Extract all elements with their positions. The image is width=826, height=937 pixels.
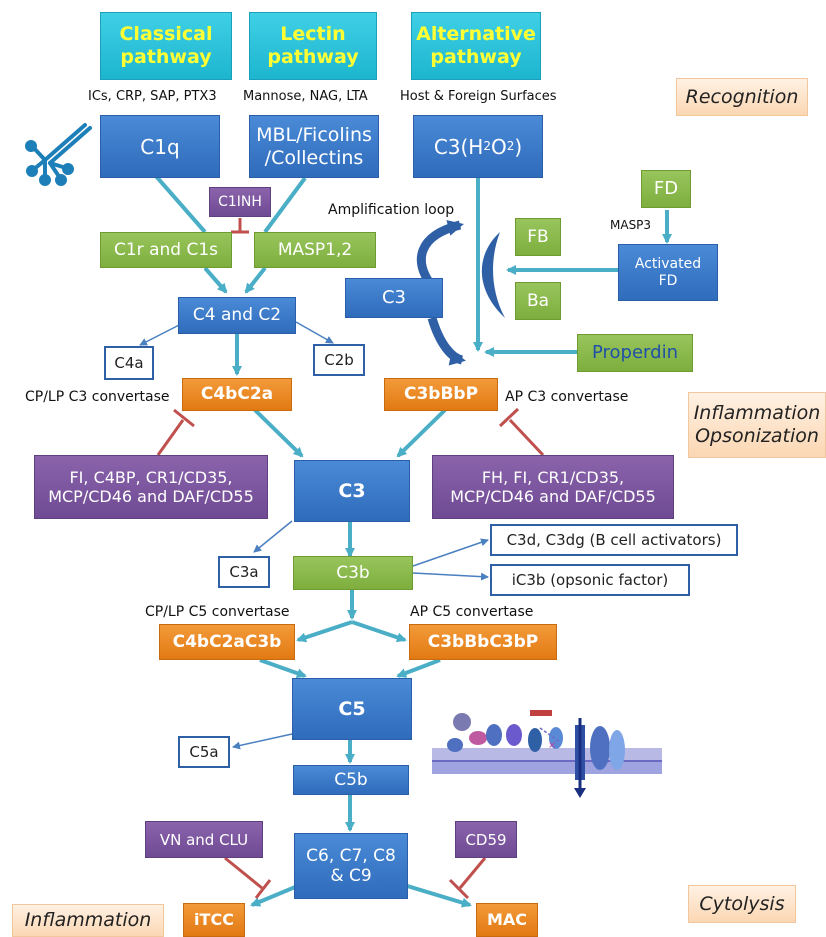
phase-inflammation-opsonization: Inflammation Opsonization bbox=[688, 392, 826, 458]
fb-ba-crescent bbox=[481, 232, 505, 318]
arrow-c3b-ic3b bbox=[412, 572, 489, 581]
node-c3d-c3dg: C3d, C3dg (B cell activators) bbox=[490, 524, 738, 556]
label-cp-lp-c3-convertase: CP/LP C3 convertase bbox=[25, 389, 170, 405]
label-ap-c5-convertase: AP C5 convertase bbox=[410, 604, 534, 620]
arrow-c3b-c3d bbox=[412, 538, 489, 567]
node-cd59: CD59 bbox=[455, 821, 517, 858]
node-c4bc2a: C4bC2a bbox=[182, 378, 292, 411]
c1q-molecule-icon bbox=[25, 123, 92, 186]
phase-inflammation-line: Inflammation bbox=[693, 402, 821, 425]
arrow-split-c3bbbc3bp bbox=[351, 620, 407, 643]
node-c4a: C4a bbox=[104, 346, 154, 380]
node-regulators-left: FI, C4BP, CR1/CD35, MCP/CD46 and DAF/CD5… bbox=[34, 455, 268, 519]
node-c3bbbc3bp: C3bBbC3bP bbox=[409, 624, 557, 660]
inhibitor-vnclu-bar bbox=[254, 879, 272, 899]
header-alternative-pathway: Alternative pathway bbox=[411, 12, 541, 80]
node-itcc: iTCC bbox=[183, 903, 245, 937]
arrow-mbl-masp bbox=[263, 176, 307, 234]
arrow-c5-c5a bbox=[232, 733, 293, 750]
inhibitor-left-bar bbox=[173, 408, 195, 428]
node-c3b: C3b bbox=[293, 556, 413, 590]
node-properdin: Properdin bbox=[577, 334, 693, 372]
node-fb: FB bbox=[515, 218, 561, 256]
inhibitor-left-regulators bbox=[156, 419, 185, 456]
header-lectin-pathway: Lectin pathway bbox=[249, 12, 377, 80]
node-masp12: MASP1,2 bbox=[254, 232, 376, 268]
c3h2o-sub1: 2 bbox=[483, 139, 491, 154]
trigger-alternative: Host & Foreign Surfaces bbox=[400, 89, 557, 104]
label-masp3: MASP3 bbox=[610, 218, 652, 232]
inhibitor-right-bar bbox=[498, 407, 520, 428]
node-c5a: C5a bbox=[178, 736, 230, 768]
node-c1q: C1q bbox=[100, 115, 220, 178]
arrow-c3bbbc3bp-c5 bbox=[396, 658, 441, 678]
node-c2b: C2b bbox=[313, 344, 365, 376]
arrow-c1r-c4c2 bbox=[203, 266, 228, 294]
inhibitor-cd59 bbox=[458, 857, 487, 889]
node-c1inh: C1INH bbox=[209, 187, 271, 217]
arrow-c4bc2ac3b-c5 bbox=[259, 658, 307, 679]
node-c5b: C5b bbox=[293, 765, 409, 795]
arrow-split-c4bc2ac3b bbox=[296, 620, 353, 643]
label-ap-c3-convertase: AP C3 convertase bbox=[505, 389, 629, 405]
arrow-c6c9-itcc bbox=[250, 883, 301, 907]
c3h2o-o: O bbox=[490, 134, 507, 159]
node-c3bbbp: C3bBbP bbox=[384, 378, 498, 411]
node-c4bc2ac3b: C4bC2aC3b bbox=[159, 624, 295, 660]
mac-membrane-illustration: × bbox=[432, 710, 662, 798]
amplification-loop-arc-bottom bbox=[427, 316, 466, 366]
arrow-c3bbbp-c3 bbox=[396, 408, 447, 458]
node-ic3b: iC3b (opsonic factor) bbox=[490, 564, 690, 596]
node-c1r-c1s: C1r and C1s bbox=[100, 232, 232, 268]
inhibitor-right-regulators bbox=[508, 418, 545, 457]
arrow-c1q-c1r bbox=[153, 173, 207, 234]
phase-opsonization-line: Opsonization bbox=[695, 425, 819, 447]
arrow-c4bc2a-c3 bbox=[253, 408, 304, 458]
c3h2o-sub2: 2 bbox=[506, 139, 515, 154]
header-classical-pathway: Classical pathway bbox=[100, 12, 232, 80]
svg-text:×: × bbox=[548, 740, 556, 751]
node-fd: FD bbox=[641, 170, 691, 208]
trigger-lectin: Mannose, NAG, LTA bbox=[243, 89, 368, 104]
phase-recognition: Recognition bbox=[676, 78, 808, 116]
node-regulators-right: FH, FI, CR1/CD35, MCP/CD46 and DAF/CD55 bbox=[432, 455, 674, 519]
inhibitor-vnclu bbox=[224, 856, 263, 890]
inhibitor-cd59-bar bbox=[448, 878, 470, 900]
node-mbl-ficolins-collectins: MBL/Ficolins /Collectins bbox=[249, 115, 379, 178]
node-mac: MAC bbox=[476, 903, 538, 937]
node-c3a: C3a bbox=[218, 556, 270, 588]
arrow-c6c9-mac bbox=[403, 883, 472, 908]
phase-inflammation: Inflammation bbox=[12, 904, 164, 937]
phase-cytolysis: Cytolysis bbox=[688, 885, 796, 923]
label-cp-lp-c5-convertase: CP/LP C5 convertase bbox=[145, 604, 290, 620]
node-vn-clu: VN and CLU bbox=[145, 821, 263, 858]
node-c3: C3 bbox=[294, 460, 410, 522]
node-c5: C5 bbox=[292, 678, 412, 740]
arrow-c3-c3a bbox=[253, 520, 293, 553]
node-c6-c9: C6, C7, C8 & C9 bbox=[294, 833, 408, 899]
node-ba: Ba bbox=[515, 282, 561, 320]
arrow-c4c2-c4a bbox=[139, 321, 186, 346]
trigger-classical: ICs, CRP, SAP, PTX3 bbox=[88, 89, 217, 104]
node-activated-fd: Activated FD bbox=[618, 244, 718, 301]
arrow-masp-c4c2 bbox=[244, 266, 267, 294]
node-c3-loop: C3 bbox=[345, 278, 443, 318]
arrow-c4c2-c2b bbox=[295, 321, 334, 344]
c3h2o-text: C3(H bbox=[433, 134, 484, 159]
label-amplification-loop: Amplification loop bbox=[328, 202, 455, 218]
c3h2o-close: ) bbox=[514, 134, 523, 159]
node-c4-c2: C4 and C2 bbox=[178, 297, 296, 334]
